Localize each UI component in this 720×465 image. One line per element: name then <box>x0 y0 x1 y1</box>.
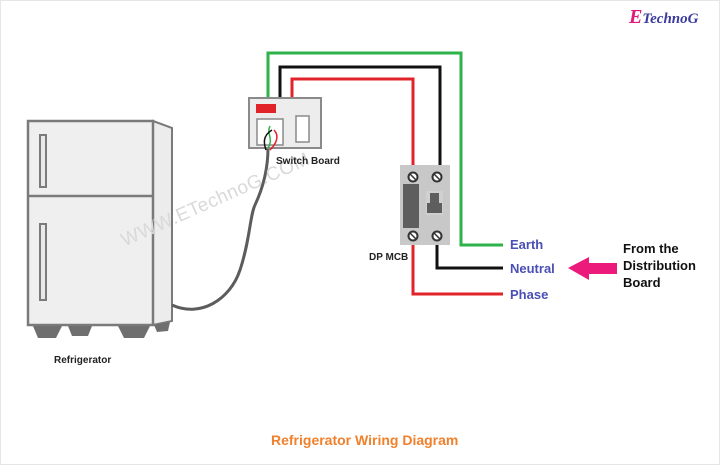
neutral-wire-out <box>435 244 503 270</box>
mcb-label: DP MCB <box>369 252 409 263</box>
dp-mcb-icon <box>400 165 450 245</box>
brand-logo: ETechnoG <box>629 6 699 28</box>
refrigerator-label: Refrigerator <box>54 355 112 366</box>
phase-label: Phase <box>510 287 549 302</box>
power-cord <box>171 147 270 311</box>
neutral-label: Neutral <box>510 261 555 276</box>
diagram-caption: Refrigerator Wiring Diagram <box>271 432 459 448</box>
supply-direction-arrow <box>568 257 617 280</box>
phase-wire <box>290 77 415 167</box>
earth-label: Earth <box>510 237 544 252</box>
switch-board-label: Switch Board <box>276 156 340 167</box>
neutral-wire <box>278 65 442 167</box>
switch-board-icon <box>248 97 322 151</box>
refrigerator-icon <box>26 119 173 338</box>
earth-wire <box>266 51 503 247</box>
source-label: From the Distribution Board <box>623 241 696 290</box>
phase-wire-out <box>411 244 503 296</box>
